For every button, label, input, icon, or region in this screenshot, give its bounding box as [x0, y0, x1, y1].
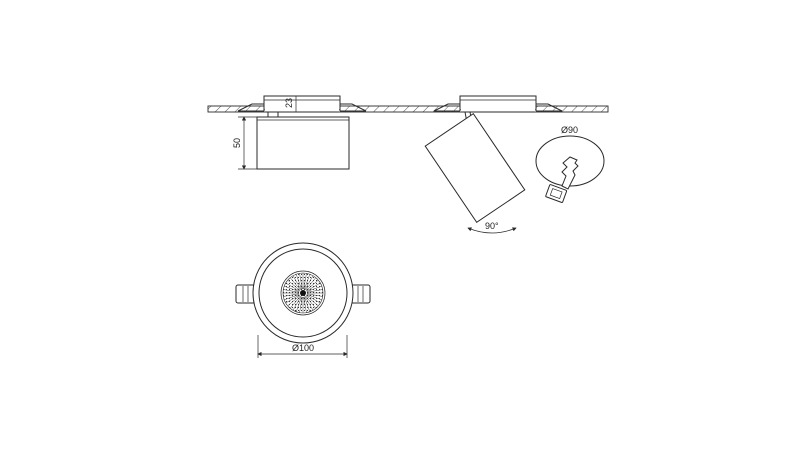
fixture-tilted-side-view: 90° [424, 95, 563, 234]
lens-radial-line [304, 275, 314, 290]
lens-radial-line [289, 295, 301, 309]
stem-connector [267, 111, 279, 118]
lens-radial-line [284, 294, 300, 301]
lens-radial-line [306, 285, 322, 292]
inner-trim-ring [258, 248, 348, 338]
lens-radial-line [305, 277, 317, 291]
dimension-50-label: 50 [232, 138, 242, 148]
lens-radial-lines [283, 273, 323, 313]
dimension-trim-height: 23 [282, 95, 300, 113]
tilt-angle-label: 90° [485, 221, 499, 231]
tilt-arc [467, 227, 517, 234]
tilted-cylinder-body [424, 112, 526, 224]
lens-radial-line [299, 296, 303, 313]
mounting-clip-left [433, 103, 460, 112]
cutout-detail: Ø90 [535, 125, 605, 203]
lens-radial-line [285, 294, 300, 304]
lens-radial-line [289, 277, 301, 291]
lens-radial-line [287, 295, 301, 307]
lens-radial-line [287, 279, 301, 291]
lens-radial-line [304, 296, 314, 311]
lens-ring [280, 270, 326, 316]
lens-center [300, 290, 306, 296]
lens-radial-line [303, 296, 307, 313]
mounting-clip-left [237, 103, 264, 112]
lens-radial-line [284, 285, 300, 292]
lens-radial-line [304, 296, 311, 312]
lens-radial-line [283, 289, 300, 293]
lens-radial-line [295, 274, 302, 290]
lens-radial-line [283, 293, 300, 297]
cylinder-body [256, 116, 350, 170]
lens-radial-line [304, 274, 311, 290]
mounting-clip-right [340, 103, 367, 112]
lens-radial-line [292, 296, 302, 311]
lens-radial-line [305, 279, 319, 291]
lens-radial-line [295, 296, 302, 312]
fixture-straight-side-view [237, 95, 367, 170]
lens-radial-line [305, 295, 319, 307]
lens-radial-line [305, 295, 317, 309]
dimension-23-label: 23 [284, 98, 294, 108]
lens-radial-line [299, 273, 303, 290]
dimension-body-diameter: Ø100 [257, 335, 348, 358]
lens-radial-line [306, 293, 323, 297]
lens-radial-line [306, 294, 322, 301]
cutout-diameter-label: Ø90 [561, 125, 578, 135]
saw-blade-icon [561, 156, 579, 190]
dimension-body-height: 50 [232, 116, 258, 170]
mounting-clip-right [536, 103, 563, 112]
lens-radial-line [303, 273, 307, 290]
dimension-100-label: Ø100 [292, 343, 314, 353]
ceiling-section [207, 105, 609, 113]
ceiling-panel-hatched [207, 105, 609, 113]
lens-radial-line [306, 282, 321, 292]
lens-radial-line [306, 289, 323, 293]
saw-handle-icon [545, 184, 568, 203]
fixture-top-view [235, 242, 371, 344]
lens-radial-line [285, 282, 300, 292]
lens-radial-line [306, 294, 321, 304]
lens-radial-line [292, 275, 302, 290]
